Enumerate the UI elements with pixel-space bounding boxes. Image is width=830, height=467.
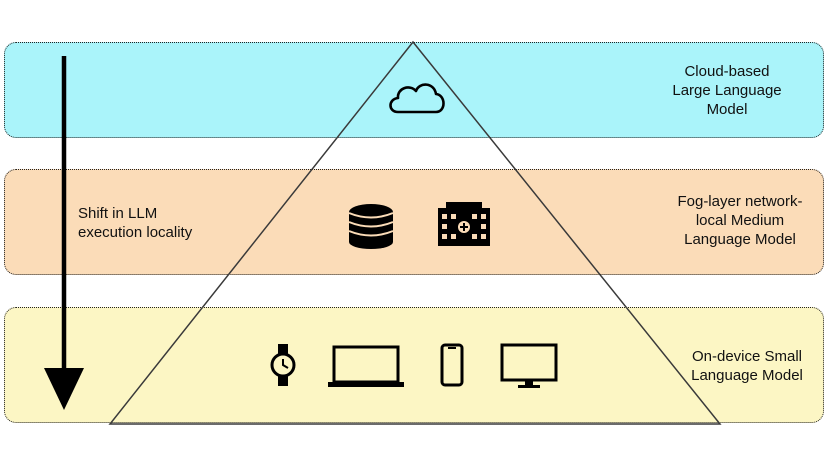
- database-icon: [348, 204, 394, 249]
- laptop-icon: [328, 345, 404, 387]
- label-line: On-device Small: [691, 348, 803, 365]
- label-line: local Medium: [695, 212, 785, 229]
- label-line: Cloud-based: [684, 63, 770, 80]
- smartphone-icon: [440, 343, 464, 387]
- device-layer-band: [4, 307, 824, 423]
- label-line: Model: [706, 101, 748, 118]
- shift-arrow: [44, 56, 84, 410]
- label-line: Large Language: [672, 82, 782, 99]
- smartwatch-icon: [270, 344, 296, 386]
- label-line: Language Model: [684, 231, 796, 248]
- device-layer-label: On-device Small Language Model: [672, 347, 822, 385]
- label-line: execution locality: [78, 224, 193, 241]
- label-line: Language Model: [691, 367, 803, 384]
- label-line: Shift in LLM: [78, 205, 158, 222]
- cloud-icon: [389, 83, 445, 114]
- fog-layer-label: Fog-layer network- local Medium Language…: [660, 192, 820, 249]
- pyramid-triangle: [108, 40, 722, 425]
- shift-arrow-label: Shift in LLM execution locality: [78, 204, 192, 242]
- label-line: Fog-layer network-: [677, 193, 803, 210]
- fog-layer-band: [4, 169, 824, 275]
- building-icon: [438, 202, 490, 246]
- monitor-icon: [500, 343, 558, 388]
- cloud-layer-label: Cloud-based Large Language Model: [652, 62, 802, 119]
